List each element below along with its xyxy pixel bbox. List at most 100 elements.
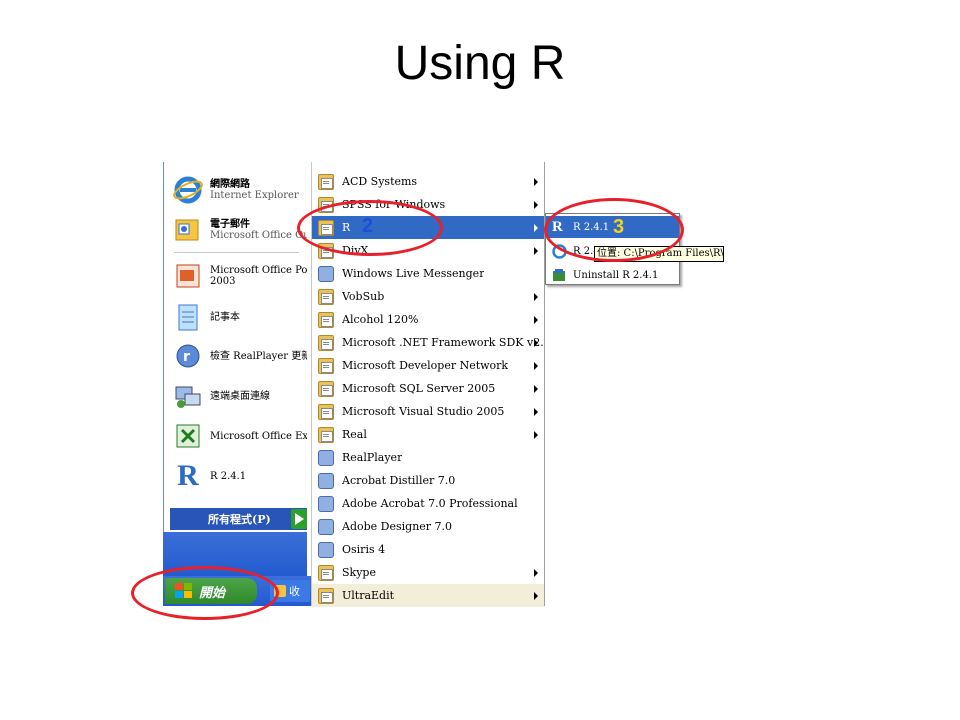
pinned-email[interactable]: 電子郵件 Microsoft Office Ou [172,212,307,248]
program-label: Osiris 4 [342,543,386,556]
powerpoint-icon [172,260,204,292]
submenu-arrow-icon [534,569,538,577]
program-icon [318,518,334,535]
submenu-arrow-icon [534,178,538,186]
program-icon [318,541,334,558]
program-icon [318,265,334,282]
folder-icon [318,288,334,305]
taskbar-item-label: 收 [289,585,300,598]
recent-r[interactable]: R R 2.4.1 [172,458,307,494]
pinned-internet-explorer[interactable]: 網際網路 Internet Explorer [172,172,307,208]
program-item[interactable]: VobSub [312,285,544,308]
submenu-arrow-icon [534,316,538,324]
folder-icon [318,334,334,351]
annotation-circle-r-gui [544,198,684,262]
submenu-arrow-icon [534,339,538,347]
remote-desktop-icon [172,380,204,412]
slide-title: Using R [394,37,566,90]
folder-icon [318,403,334,420]
program-item[interactable]: Microsoft Developer Network [312,354,544,377]
recent-label: 遠端桌面連線 [210,390,270,402]
folder-icon [318,173,334,190]
program-item[interactable]: UltraEdit [312,584,544,607]
folder-icon [318,311,334,328]
recent-powerpoint[interactable]: Microsoft Office Pow 2003 [172,258,307,294]
recent-label: 檢查 RealPlayer 更新 [210,350,307,362]
excel-icon [172,420,204,452]
folder-icon [318,380,334,397]
all-programs-arrow-icon[interactable] [291,509,307,529]
submenu-arrow-icon [534,592,538,600]
program-label: RealPlayer [342,451,403,464]
program-label: Microsoft .NET Framework SDK v2.0 [342,336,544,349]
submenu-item-uninstall-r[interactable]: Uninstall R 2.4.1 [546,264,679,286]
folder-icon [318,357,334,374]
program-item[interactable]: Adobe Designer 7.0 [312,515,544,538]
all-programs-button[interactable]: 所有程式(P) [170,508,307,530]
realplayer-icon: r [172,340,204,372]
recent-label: Microsoft Office Exc [210,430,307,442]
program-label: VobSub [342,290,385,303]
menu-separator [174,252,299,253]
program-label: Adobe Acrobat 7.0 Professional [342,497,518,510]
program-item[interactable]: Acrobat Distiller 7.0 [312,469,544,492]
submenu-arrow-icon [534,431,538,439]
program-label: Alcohol 120% [342,313,419,326]
submenu-arrow-icon [534,408,538,416]
recent-notepad[interactable]: 記事本 [172,299,307,335]
outlook-icon [172,214,204,246]
submenu-arrow-icon [534,362,538,370]
program-label: ACD Systems [342,175,418,188]
recent-excel[interactable]: Microsoft Office Exc [172,418,307,454]
start-menu-left-panel: 網際網路 Internet Explorer 電子郵件 Microsoft Of… [163,162,307,532]
program-item[interactable]: Microsoft .NET Framework SDK v2.0 [312,331,544,354]
submenu-arrow-icon [534,385,538,393]
program-label: Microsoft SQL Server 2005 [342,382,496,395]
program-label: Microsoft Visual Studio 2005 [342,405,505,418]
annotation-step-2: 2 [362,215,374,237]
folder-icon [318,564,334,581]
svg-text:r: r [183,349,190,365]
all-programs-label: 所有程式(P) [208,513,271,526]
program-label: Adobe Designer 7.0 [342,520,453,533]
uninstall-icon [552,268,567,283]
program-item[interactable]: Microsoft Visual Studio 2005 [312,400,544,423]
program-icon [318,495,334,512]
program-label: UltraEdit [342,589,395,602]
program-item[interactable]: Microsoft SQL Server 2005 [312,377,544,400]
recent-label: Microsoft Office Pow [210,265,307,276]
r-icon: R [177,459,199,492]
submenu-arrow-icon [534,201,538,209]
internet-explorer-icon [172,174,204,206]
submenu-item-label: Uninstall R 2.4.1 [573,269,659,281]
program-item[interactable]: Osiris 4 [312,538,544,561]
submenu-arrow-icon [534,247,538,255]
program-item[interactable]: Skype [312,561,544,584]
recent-realplayer-update[interactable]: r 檢查 RealPlayer 更新 [172,338,307,374]
program-label: Acrobat Distiller 7.0 [342,474,456,487]
pinned-title: 網際網路 [210,179,250,190]
submenu-arrow-icon [534,224,538,232]
pinned-subtitle: Internet Explorer [210,190,299,201]
program-label: Windows Live Messenger [342,267,485,280]
pinned-subtitle: Microsoft Office Ou [210,230,307,241]
program-item[interactable]: Windows Live Messenger [312,262,544,285]
program-icon [318,472,334,489]
recent-label: 記事本 [210,311,240,323]
folder-icon [318,587,334,604]
program-item[interactable]: Real [312,423,544,446]
program-label: Skype [342,566,376,579]
pinned-title: 電子郵件 [210,219,250,230]
program-item[interactable]: ACD Systems [312,170,544,193]
recent-label: R 2.4.1 [210,470,247,482]
program-label: Real [342,428,367,441]
annotation-circle-r-folder [297,200,443,256]
program-item[interactable]: Alcohol 120% [312,308,544,331]
folder-icon [318,426,334,443]
recent-remote-desktop[interactable]: 遠端桌面連線 [172,378,307,414]
submenu-arrow-icon [534,293,538,301]
program-item[interactable]: RealPlayer [312,446,544,469]
annotation-step-3: 3 [613,216,625,238]
program-label: Microsoft Developer Network [342,359,509,372]
program-item[interactable]: Adobe Acrobat 7.0 Professional [312,492,544,515]
